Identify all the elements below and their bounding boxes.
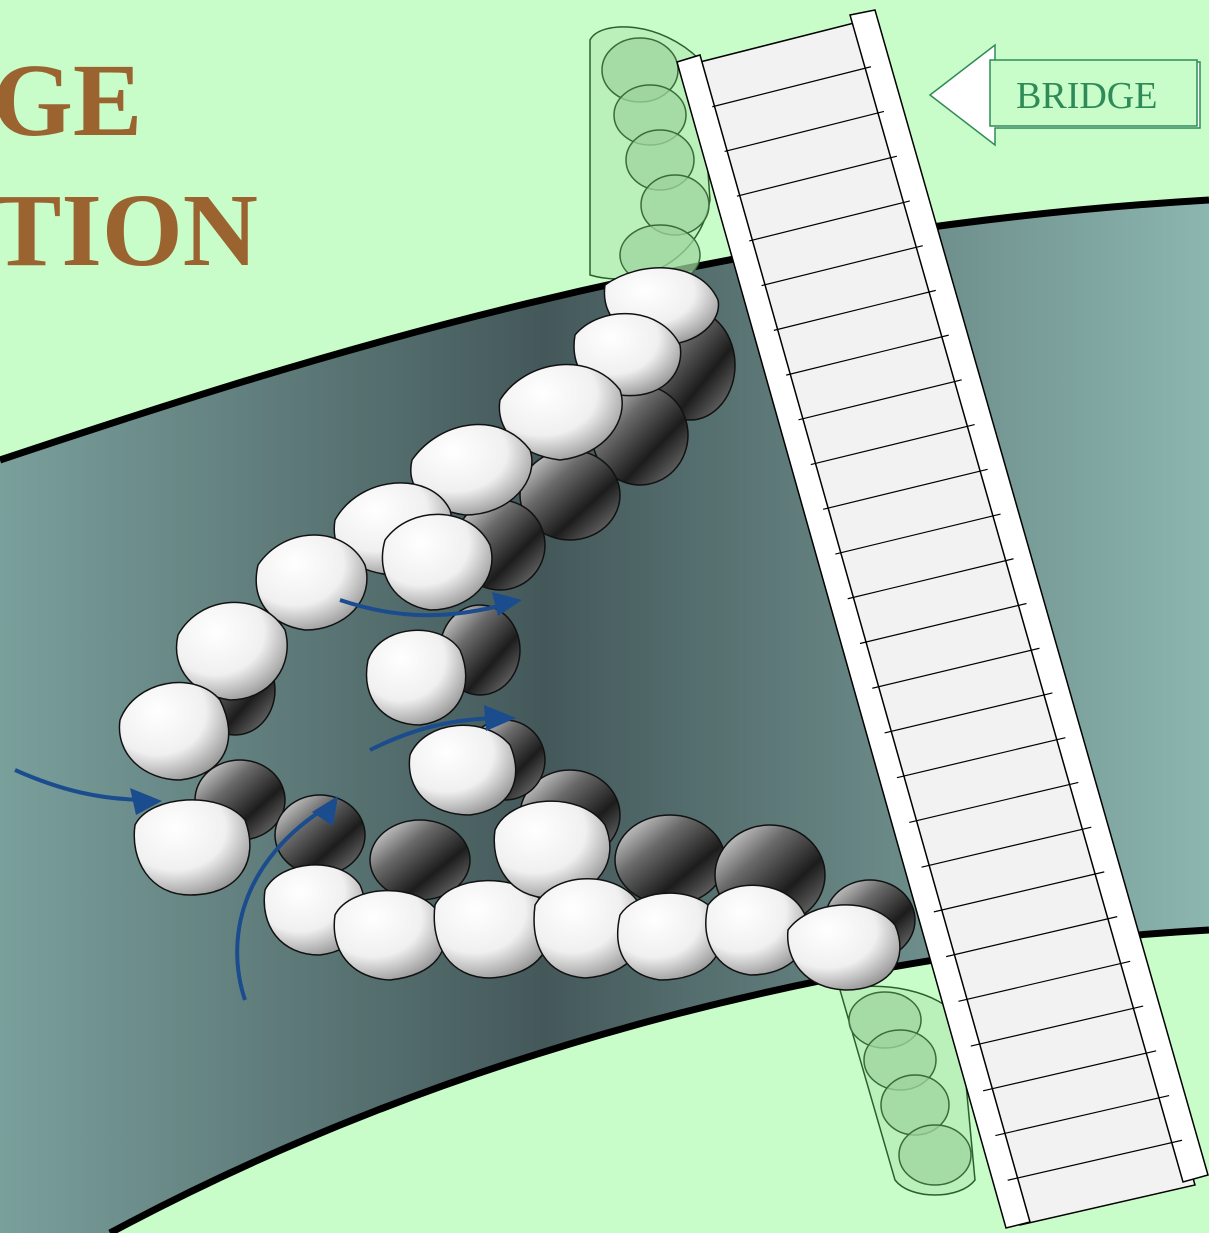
bridge-label: BRIDGE	[1016, 75, 1157, 117]
bead	[134, 800, 250, 895]
title-line-2: TION	[0, 173, 258, 288]
title-line-1: GE	[0, 43, 142, 158]
bead	[367, 630, 466, 725]
